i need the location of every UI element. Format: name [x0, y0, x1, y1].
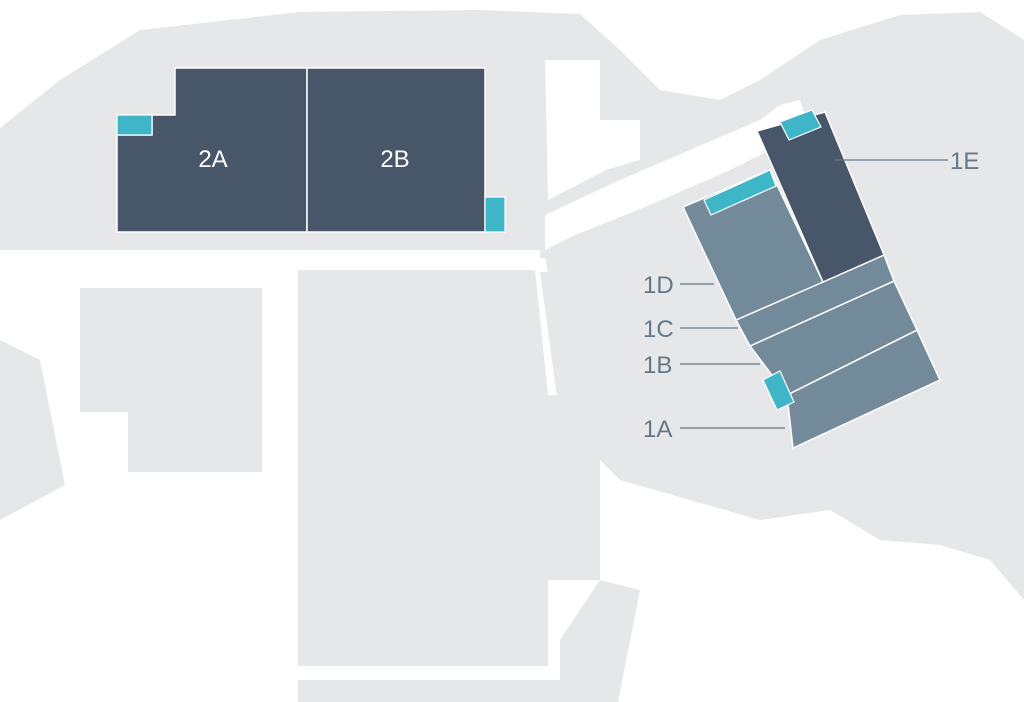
parking-lot-south [298, 270, 600, 666]
unit-1D-label: 1D [643, 272, 674, 299]
building-1 [681, 109, 941, 450]
access-road [540, 270, 830, 520]
access-road-south [560, 580, 640, 702]
unit-1E-label: 1E [950, 148, 979, 175]
unit-2B-label: 2B [380, 146, 409, 173]
unit-1C-label: 1C [643, 316, 674, 343]
unit-1A-label: 1A [643, 416, 672, 443]
loading-dock-2a [116, 114, 153, 136]
road-south-edge [298, 680, 566, 702]
road-horizontal [0, 250, 540, 262]
loading-dock-2b [484, 196, 506, 233]
parking-lot-west [80, 288, 262, 472]
unit-1B-label: 1B [643, 352, 672, 379]
loading-dock-1d [703, 169, 777, 216]
road-curve-east [545, 100, 810, 250]
road-north-courtyard [545, 60, 640, 200]
loading-dock-1a [762, 370, 795, 411]
loading-dock-1e [779, 109, 822, 141]
building-2: 2A 2B [116, 67, 506, 233]
unit-2B[interactable] [306, 67, 486, 233]
callouts: 1E 1D 1C 1B 1A [643, 148, 979, 443]
unit-2A-label: 2A [198, 146, 227, 173]
site-ground-west [0, 340, 65, 520]
